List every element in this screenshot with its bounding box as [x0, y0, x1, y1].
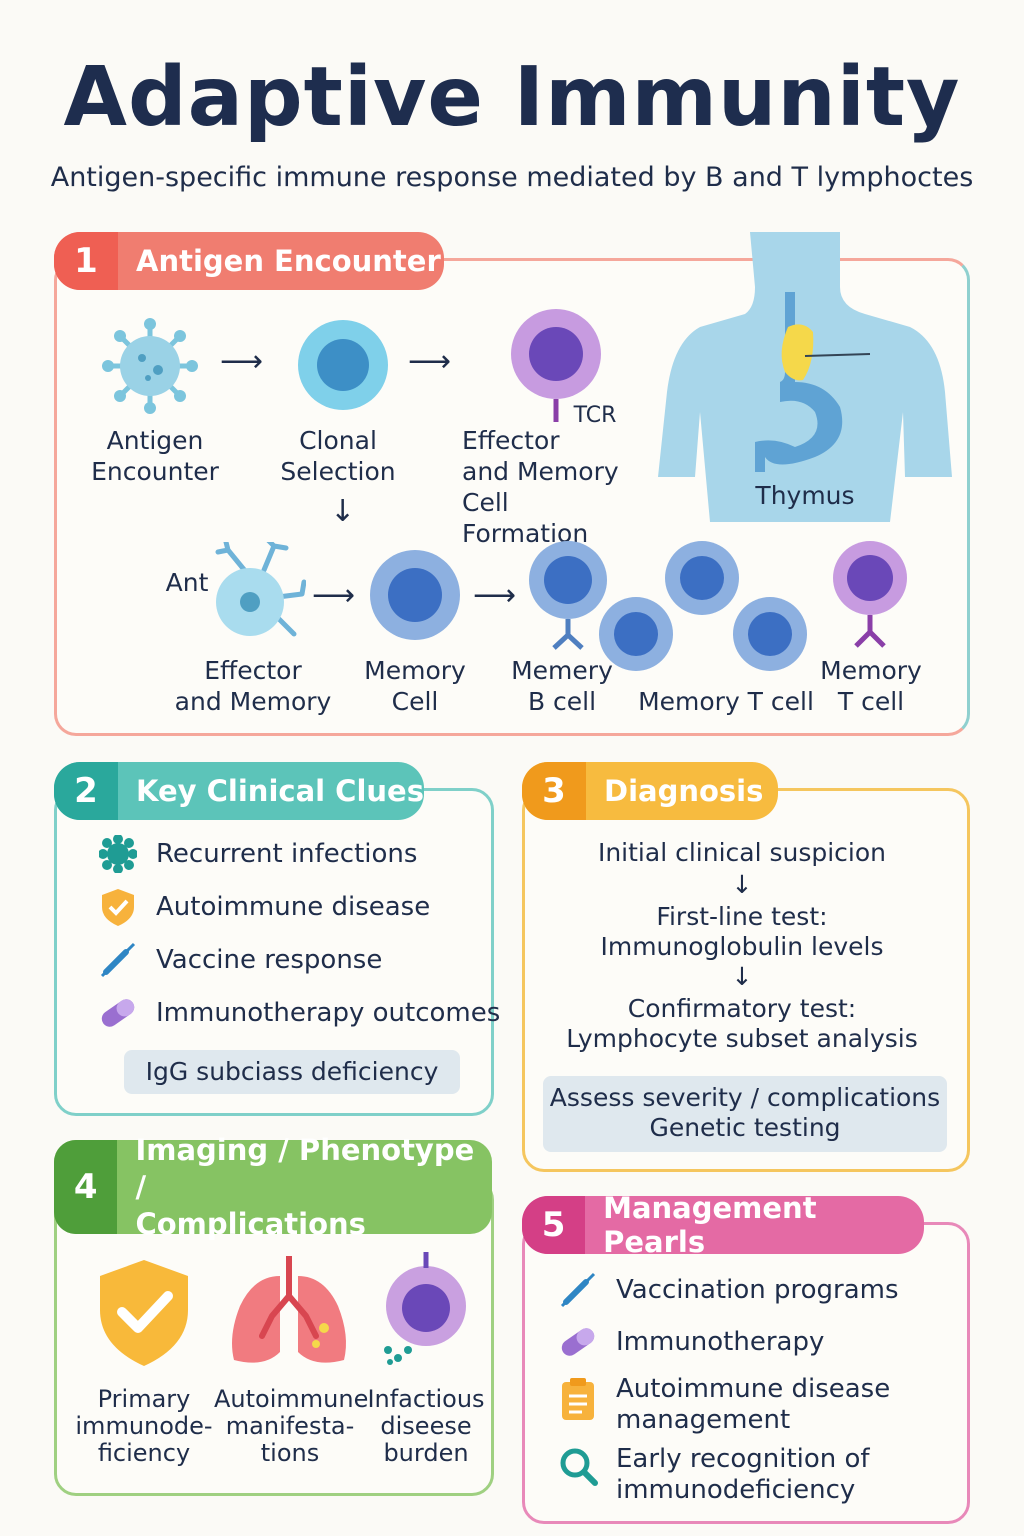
- syringe-icon: [98, 940, 138, 980]
- capsule-icon: [98, 993, 138, 1033]
- diagnosis-step: Confirmatory test: Lymphocyte subset ana…: [566, 994, 918, 1053]
- tcr-label: TCR: [573, 403, 617, 428]
- antigen-encounter-label: Antigen Encounter: [91, 426, 219, 486]
- antigen-virus-icon: [102, 318, 198, 414]
- flow-arrow-icon: ⟶: [473, 578, 517, 613]
- section-number-2: 2: [54, 762, 118, 820]
- effector-t-cell-icon: [511, 309, 601, 422]
- section-title-3: Diagnosis: [604, 774, 764, 808]
- pearl-label: Vaccination programs: [616, 1275, 899, 1305]
- memory-cell-icon: [370, 550, 460, 640]
- section-number-1: 1: [54, 232, 118, 290]
- pearl-label: Immunotherapy: [616, 1327, 825, 1357]
- pearl-label: Early recognition of immunodeficiency: [616, 1444, 870, 1505]
- clue-item: Recurrent infections: [98, 834, 417, 874]
- clue-item: Autoimmune disease: [98, 887, 430, 927]
- section-title-2: Key Clinical Clues: [136, 774, 424, 808]
- memory-t-cell-label: Memory T cell: [820, 656, 922, 716]
- memory-t-cell-icon: [833, 541, 907, 648]
- flow-arrow-icon: ⟶: [408, 344, 452, 379]
- pearl-item: Autoimmune disease management: [558, 1374, 890, 1436]
- page-title: Adaptive Immunity: [63, 50, 961, 145]
- effector-memory-formation-label: Effector and Memory Cell Formation: [462, 426, 619, 548]
- memory-cell-label: Memory Cell: [364, 656, 466, 716]
- memory-t-cell-cluster-label: Memory T cell: [638, 687, 814, 716]
- pearl-item: Early recognition of immunodeficiency: [558, 1444, 870, 1506]
- section-header-3: 3 Diagnosis: [522, 762, 778, 820]
- clonal-cell-icon: [298, 320, 388, 410]
- down-arrow-icon: ↓: [731, 962, 753, 991]
- clue-label: Recurrent infections: [156, 839, 418, 869]
- down-arrow-icon: ↓: [330, 494, 356, 529]
- memory-t-cell-cluster-icon: [599, 541, 807, 671]
- virus-icon: [98, 834, 138, 874]
- down-arrow-icon: ↓: [731, 870, 753, 899]
- igg-deficiency-note: IgG subciass deficiency: [124, 1050, 460, 1094]
- section-number-3: 3: [522, 762, 586, 820]
- clue-label: Autoimmune disease: [156, 892, 431, 922]
- memery-b-cell-label: Memery B cell: [511, 656, 613, 716]
- pearl-label: Autoimmune disease management: [616, 1374, 891, 1435]
- shield-check-icon: [100, 1260, 188, 1366]
- clue-label: Immunotherapy outcomes: [156, 998, 501, 1028]
- memory-b-cell-icon: [529, 541, 607, 650]
- section-title-4: Imaging / Phenotype / Complications: [135, 1132, 475, 1241]
- section-header-4: 4 Imaging / Phenotype / Complications: [54, 1133, 492, 1241]
- section-title-5: Management Pearls: [603, 1191, 817, 1259]
- diagnosis-step: Initial clinical suspicion: [597, 838, 887, 867]
- clue-item: Vaccine response: [98, 940, 382, 980]
- infectious-disease-burden-label: Infactious diseese burden: [367, 1385, 485, 1467]
- section-header-1: 1 Antigen Encounter: [54, 232, 444, 290]
- page-subtitle: Antigen-specific immune response mediate…: [50, 162, 974, 193]
- thymus-label: Thymus: [755, 481, 855, 510]
- clue-label: Vaccine response: [156, 945, 383, 975]
- section-header-5: 5 Management Pearls: [522, 1191, 924, 1259]
- clue-item: Immunotherapy outcomes: [98, 993, 500, 1033]
- magnifier-icon: [558, 1446, 598, 1486]
- syringe-icon: [558, 1270, 598, 1310]
- section-title-1: Antigen Encounter: [136, 244, 441, 278]
- diagnosis-step: First-line test: Immunoglobulin levels: [600, 902, 884, 961]
- clipboard-icon: [558, 1378, 598, 1420]
- dendritic-cell-icon: [215, 542, 306, 637]
- section-number-4: 4: [54, 1140, 118, 1234]
- pearl-item: Vaccination programs: [558, 1270, 899, 1310]
- pearl-item: Immunotherapy: [558, 1322, 824, 1362]
- capsule-icon: [558, 1322, 598, 1362]
- panel-management-pearls: [522, 1222, 970, 1524]
- section-header-2: 2 Key Clinical Clues: [54, 762, 424, 820]
- infected-cell-icon: [384, 1252, 466, 1365]
- clonal-selection-label: Clonal Selection: [280, 426, 396, 486]
- flow-arrow-icon: ⟶: [220, 344, 264, 379]
- lungs-icon: [232, 1256, 346, 1363]
- flow-arrow-icon: ⟶: [312, 578, 356, 613]
- shield-icon: [98, 887, 138, 927]
- effector-memory-label: Effector and Memory: [174, 656, 332, 716]
- primary-immunodeficiency-label: Primary immunode- ficiency: [75, 1385, 213, 1467]
- autoimmune-manifestations-label: Autoimmune manifesta- tions: [214, 1385, 369, 1467]
- thymus-torso-illustration: [658, 232, 952, 522]
- severity-genetic-note: Assess severity / complications Genetic …: [543, 1076, 947, 1152]
- section-number-5: 5: [522, 1196, 586, 1254]
- ant-label: Ant: [165, 568, 209, 597]
